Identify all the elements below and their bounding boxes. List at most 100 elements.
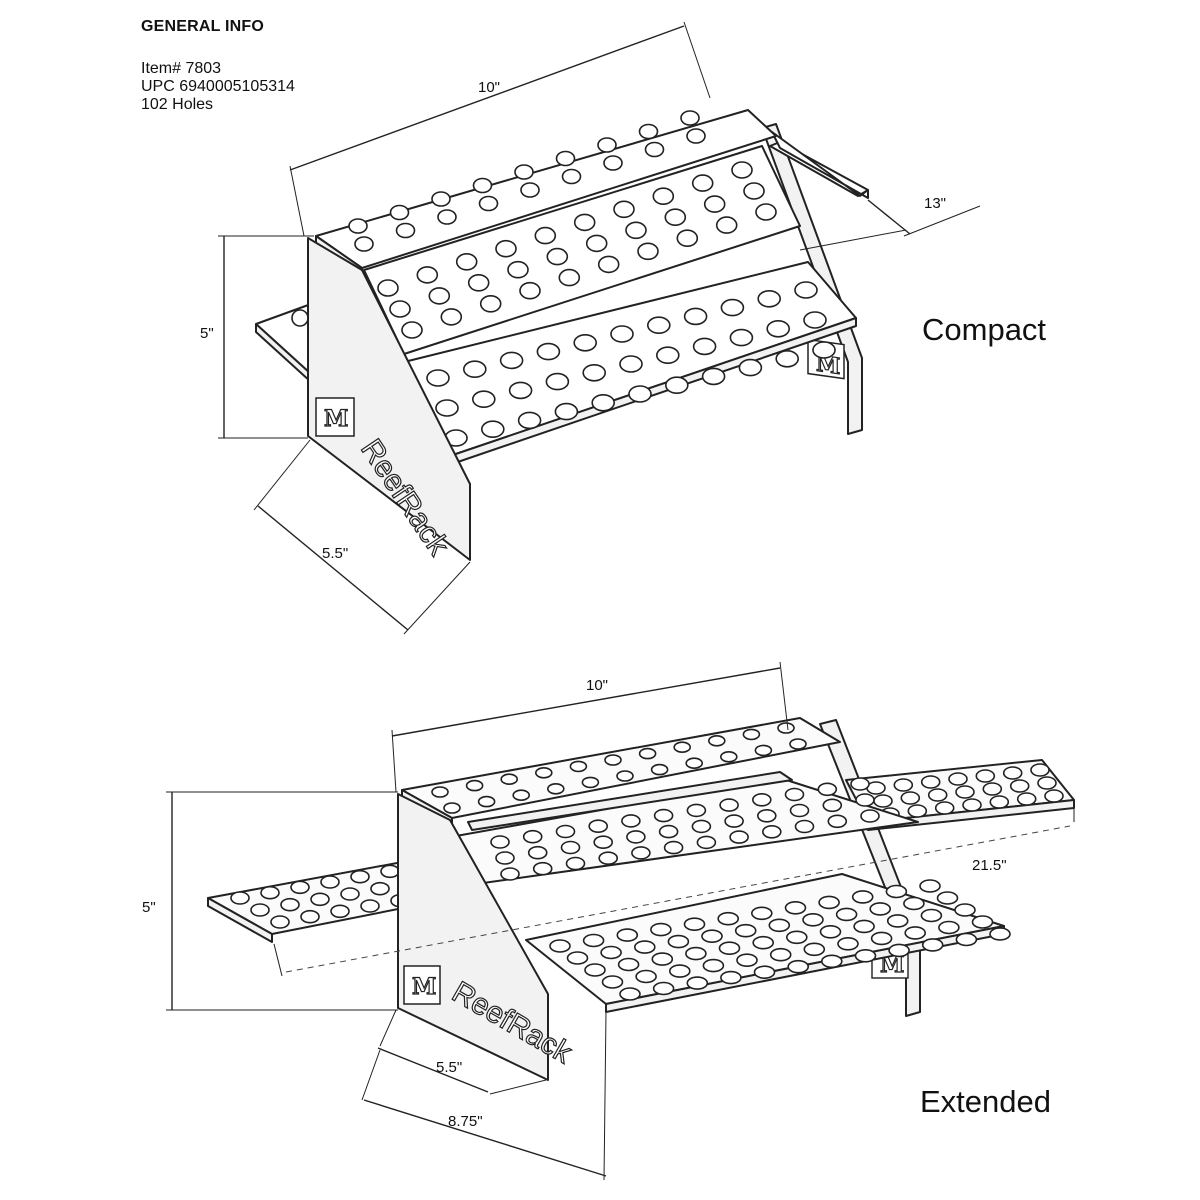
hole xyxy=(719,750,738,763)
hole xyxy=(683,917,706,932)
hole xyxy=(582,363,607,382)
extended-side-extended-dimension-line xyxy=(363,1099,607,1177)
hole xyxy=(904,926,927,940)
hole xyxy=(719,798,739,812)
hole xyxy=(850,777,870,791)
hole xyxy=(676,229,699,247)
hole xyxy=(603,155,623,171)
hole xyxy=(720,298,745,317)
hole xyxy=(907,804,928,818)
hole xyxy=(619,987,641,1001)
hole xyxy=(702,958,725,973)
hole xyxy=(870,931,893,946)
extended-top-holes xyxy=(431,722,807,814)
hole xyxy=(554,402,579,421)
hole xyxy=(734,923,757,938)
hole xyxy=(696,835,717,850)
hole xyxy=(717,911,740,926)
hole xyxy=(480,420,505,439)
hole xyxy=(490,835,510,849)
hole xyxy=(655,346,680,365)
hole xyxy=(886,914,909,928)
extended-span-dimension-line xyxy=(285,825,1071,973)
hole xyxy=(280,897,300,912)
hole xyxy=(633,940,656,954)
extended-left-logo: M xyxy=(403,965,441,1005)
hole xyxy=(536,342,561,361)
hole xyxy=(514,164,534,180)
hole xyxy=(729,328,754,347)
hole xyxy=(756,808,777,823)
hole xyxy=(989,927,1011,941)
hole xyxy=(320,875,340,889)
hole xyxy=(692,337,717,356)
hole xyxy=(860,809,880,823)
hole xyxy=(495,239,517,258)
hole xyxy=(955,932,978,947)
compact-middle-holes xyxy=(377,161,777,339)
hole xyxy=(703,195,726,213)
hole xyxy=(569,760,588,773)
hole xyxy=(803,311,827,329)
compact-depth-dimension-line xyxy=(867,199,911,235)
hole xyxy=(250,903,270,917)
hole xyxy=(520,182,540,198)
hole xyxy=(519,281,541,300)
hole xyxy=(350,869,370,884)
hole xyxy=(751,792,772,807)
hole xyxy=(927,788,948,802)
hole xyxy=(1016,792,1037,806)
hole xyxy=(731,161,753,179)
hole xyxy=(471,390,496,409)
hole xyxy=(787,959,810,974)
hole xyxy=(803,942,826,957)
hole xyxy=(582,933,605,948)
hole xyxy=(954,903,976,917)
hole xyxy=(962,798,982,812)
hole xyxy=(431,191,451,207)
hole xyxy=(724,814,744,828)
hole xyxy=(855,793,875,807)
hole xyxy=(495,851,515,865)
extended-side-dimension-line xyxy=(377,1047,489,1093)
hole xyxy=(701,929,723,944)
hole xyxy=(472,177,493,194)
hole xyxy=(920,775,941,789)
hole xyxy=(467,273,490,292)
hole xyxy=(854,948,877,963)
hole xyxy=(755,203,777,221)
extended-height-label: 5" xyxy=(142,899,156,916)
hole xyxy=(610,325,634,343)
hole xyxy=(380,864,400,879)
hole xyxy=(477,795,496,808)
hole xyxy=(597,255,620,274)
hole xyxy=(638,747,657,760)
hole xyxy=(802,912,824,927)
hole xyxy=(601,975,624,989)
hole xyxy=(766,319,791,338)
hole xyxy=(1009,779,1030,793)
extended-side-label: 5.5" xyxy=(436,1059,462,1076)
hole xyxy=(853,919,875,934)
hole xyxy=(664,208,687,226)
compact-left-logo: M xyxy=(315,397,355,437)
hole xyxy=(715,216,738,234)
hole xyxy=(270,915,290,929)
hole xyxy=(683,307,708,326)
hole xyxy=(921,938,944,952)
compact-width-dimension-line xyxy=(289,25,685,171)
general-info-title: GENERAL INFO xyxy=(141,18,265,35)
hole xyxy=(549,939,571,953)
hole xyxy=(777,722,795,734)
hole xyxy=(555,150,576,167)
hole xyxy=(230,891,250,905)
hole xyxy=(784,900,807,915)
hole xyxy=(290,880,310,895)
hole xyxy=(260,885,280,900)
hole xyxy=(667,934,690,949)
hole xyxy=(370,881,390,896)
hole xyxy=(900,791,921,805)
hole xyxy=(517,411,542,430)
hole xyxy=(340,887,360,901)
hole xyxy=(455,252,478,271)
